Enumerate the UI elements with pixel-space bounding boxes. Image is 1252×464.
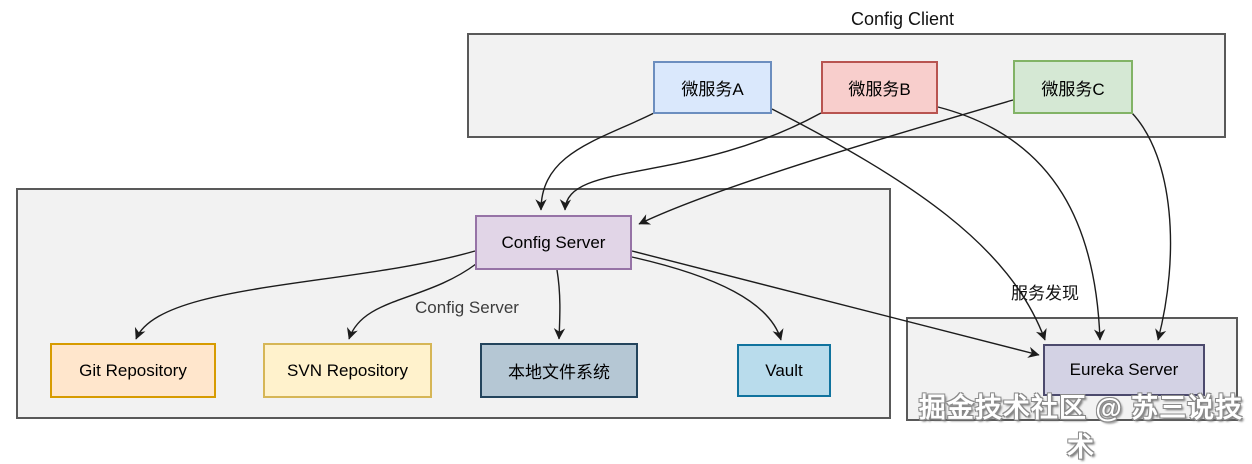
node-eureka-server: Eureka Server <box>1043 344 1205 396</box>
node-config-server-label: Config Server <box>501 232 606 252</box>
config-client-group-label: Config Client <box>850 9 955 29</box>
node-svn-repository-label: SVN Repository <box>287 360 408 380</box>
service-discovery-label: 服务发现 <box>1011 284 1079 303</box>
edge-msC-to-eureka <box>1131 112 1172 341</box>
node-vault-label: Vault <box>765 360 803 380</box>
node-config-server: Config Server <box>475 215 632 270</box>
node-git-repository: Git Repository <box>50 343 216 398</box>
node-microservice-b: 微服务B <box>821 61 938 114</box>
node-eureka-server-label: Eureka Server <box>1069 360 1179 379</box>
node-svn-repository: SVN Repository <box>263 343 432 398</box>
diagram-canvas: Config Client Config Server 服务发现 微服务A 微服… <box>16 9 1242 462</box>
node-microservice-c: 微服务C <box>1013 60 1133 114</box>
node-git-repository-label: Git Repository <box>79 360 187 380</box>
node-local-file-system: 本地文件系统 <box>480 343 638 398</box>
node-vault: Vault <box>737 344 831 397</box>
node-microservice-c-label: 微服务C <box>1041 79 1105 99</box>
node-microservice-a: 微服务A <box>653 61 772 114</box>
node-local-file-system-label: 本地文件系统 <box>508 363 610 382</box>
node-microservice-b-label: 微服务B <box>848 80 911 99</box>
config-server-group-label: Config Server <box>415 298 519 317</box>
watermark-text: 掘金技术社区 @ 苏三说技术 <box>918 393 1244 462</box>
node-microservice-a-label: 微服务A <box>681 80 744 99</box>
edge-msB-to-eureka <box>937 106 1106 341</box>
